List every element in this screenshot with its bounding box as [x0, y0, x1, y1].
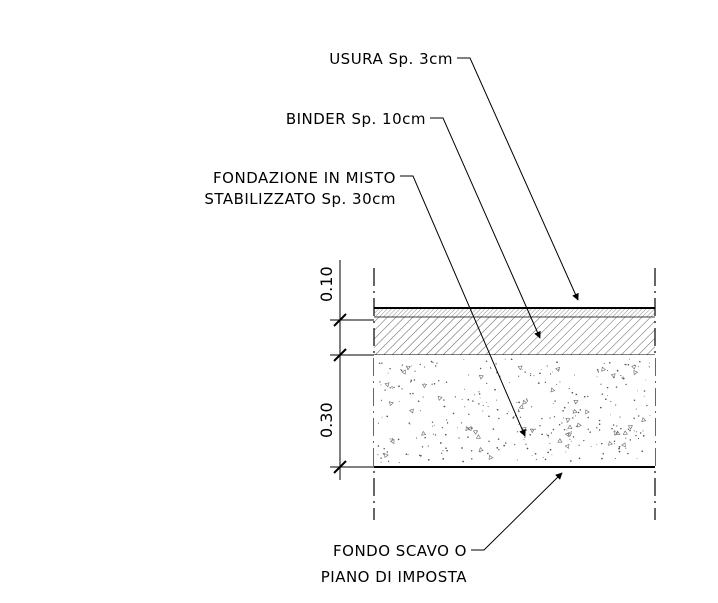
leader-fondo: [471, 472, 563, 551]
label-fondazione-2: STABILIZZATO Sp. 30cm: [204, 190, 396, 208]
dimension-label-lower: 0.30: [317, 402, 336, 438]
leader-fondazione: [400, 175, 526, 437]
leader-usura: [457, 57, 579, 301]
label-binder: BINDER Sp. 10cm: [286, 110, 426, 128]
label-fondo-1: FONDO SCAVO O: [333, 542, 467, 560]
label-fondo-2: PIANO DI IMPOSTA: [321, 568, 468, 586]
dimension-label-upper: 0.10: [317, 266, 336, 302]
label-fondazione-1: FONDAZIONE IN MISTO: [213, 169, 396, 187]
dimension-tick-mid: [333, 348, 347, 362]
binder-layer: [374, 317, 655, 355]
dimension-tick-top: [333, 313, 347, 327]
usura-layer: [374, 308, 655, 317]
label-usura: USURA Sp. 3cm: [329, 50, 453, 68]
aggregate-stipple: [377, 358, 651, 464]
leader-binder: [430, 117, 541, 339]
dimension-tick-bottom: [333, 460, 347, 474]
